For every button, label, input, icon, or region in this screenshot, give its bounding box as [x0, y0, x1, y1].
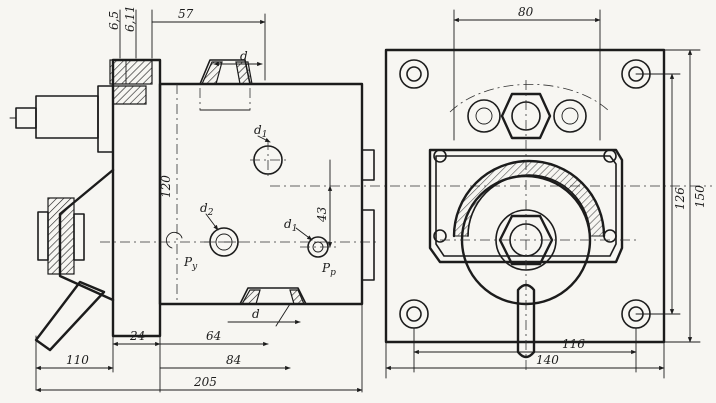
label-d1-right: d1 — [284, 217, 297, 234]
dim-top-left-a: 6,5 — [107, 11, 121, 30]
label-d1-top: d1 — [254, 123, 267, 140]
flange-section — [112, 85, 147, 105]
flange-bolt-section — [109, 59, 153, 85]
dim-64: 64 — [206, 329, 221, 343]
dim-110: 110 — [66, 353, 89, 367]
corner-bolt-icon — [399, 59, 651, 329]
label-d2: d2 — [200, 201, 214, 218]
dim-top-left-b: 6,11 — [123, 5, 137, 32]
label-d-bottom: d — [252, 307, 260, 321]
front-view — [384, 9, 701, 379]
dim-150: 150 — [693, 185, 707, 208]
dim-84: 84 — [226, 353, 241, 367]
label-port-y: Py — [183, 255, 198, 272]
dim-120: 120 — [159, 175, 173, 198]
lever-handle — [34, 280, 106, 352]
port-y-marker — [165, 231, 183, 249]
top-fittings — [467, 92, 587, 140]
cover-flange — [428, 148, 624, 264]
dim-205: 205 — [193, 375, 217, 389]
dim-140: 140 — [536, 353, 559, 367]
dim-57: 57 — [178, 7, 194, 21]
side-view — [9, 9, 712, 393]
stem-end — [15, 107, 37, 129]
hex-nut-icon — [500, 92, 552, 140]
front-view-plate — [384, 48, 666, 344]
dim-80: 80 — [518, 5, 534, 19]
stem-shaft — [35, 95, 99, 139]
label-port-p: Pp — [321, 261, 336, 278]
dim-126: 126 — [673, 187, 687, 210]
dimension-labels: 6,5 6,11 57 80 120 43 110 24 64 84 205 1… — [66, 5, 707, 389]
knob-section — [47, 197, 75, 275]
label-d-top: d — [240, 49, 248, 63]
dim-116: 116 — [562, 337, 585, 351]
dim-43: 43 — [315, 206, 329, 223]
bottom-port — [239, 287, 307, 305]
side-view-boss — [97, 85, 114, 153]
symbol-labels: d d d1 d2 d1 Py Pp — [183, 49, 336, 321]
dim-24: 24 — [129, 329, 145, 343]
